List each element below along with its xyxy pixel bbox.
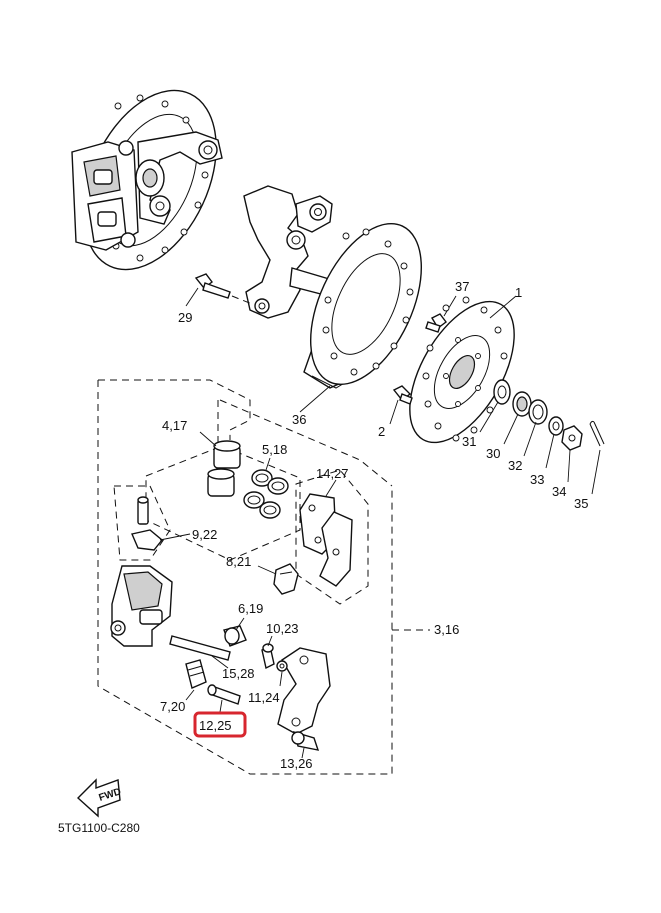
label-14-27: 14,27: [316, 466, 349, 481]
label-11-24: 11,24: [248, 690, 280, 705]
bolt-29: [185, 273, 253, 307]
label-4-17: 4,17: [162, 418, 187, 433]
highlight-box: [193, 711, 247, 738]
label-6-19: 6,19: [238, 601, 263, 616]
brake-disc-1: [409, 295, 517, 444]
label-9-22: 9,22: [192, 527, 217, 542]
label-10-23: 10,23: [266, 621, 299, 636]
brake-pads-box: [295, 469, 369, 605]
pin-15-28: [169, 635, 231, 669]
pistons-box: [145, 400, 301, 561]
part-number-labels: 1 29 37 36 2 31 30 32 33 34 35 4,17 5,18…: [58, 279, 588, 835]
bushing-6-19: [223, 617, 247, 647]
label-35: 35: [574, 496, 588, 511]
label-13-26: 13,26: [280, 756, 313, 771]
label-8-21: 8,21: [226, 554, 251, 569]
bolt-2: [389, 385, 413, 425]
hub-seals-bearings: [479, 379, 605, 495]
label-15-28: 15,28: [222, 666, 255, 681]
label-37: 37: [455, 279, 469, 294]
forward-arrow-icon: FWD: [76, 778, 123, 818]
assembled-hub-view: [71, 89, 223, 271]
diagram-code: 5TG1100-C280: [58, 821, 140, 835]
label-1: 1: [515, 285, 522, 300]
brake-disc-rear-view: [309, 222, 423, 386]
label-5-18: 5,18: [262, 442, 287, 457]
bleed-screw-9-22: [113, 485, 191, 561]
boot-7-20: [185, 659, 207, 701]
pin-10-23: [261, 635, 275, 670]
pad-spring-8-21: [257, 563, 299, 595]
label-12-25: 12,25: [199, 718, 232, 733]
label-31: 31: [462, 434, 476, 449]
label-32: 32: [508, 458, 522, 473]
label-33: 33: [530, 472, 544, 487]
caliper-assembly-outline: [97, 379, 430, 775]
caliper-bracket-11-24: [276, 647, 331, 735]
label-3-16: 3,16: [434, 622, 459, 637]
label-30: 30: [486, 446, 500, 461]
label-36: 36: [292, 412, 306, 427]
pin-13-26: [291, 730, 320, 759]
label-34: 34: [552, 484, 566, 499]
label-7-20: 7,20: [160, 699, 185, 714]
pin-12-25: [207, 684, 241, 713]
label-2: 2: [378, 424, 385, 439]
bolt-37: [425, 295, 457, 333]
caliper-body: [110, 565, 173, 647]
label-29: 29: [178, 310, 192, 325]
